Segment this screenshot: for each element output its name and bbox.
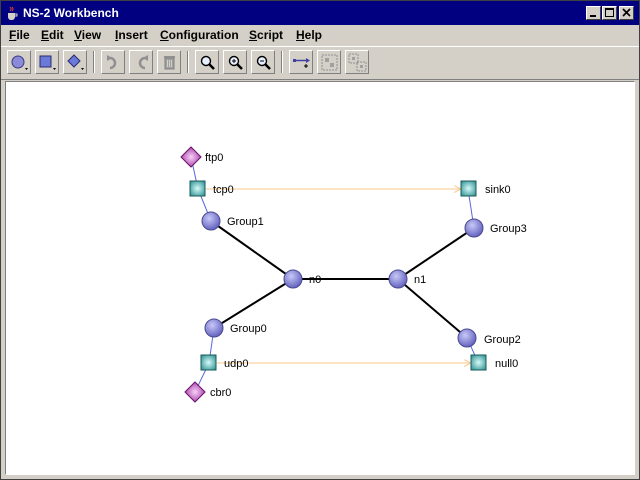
delete-button[interactable] [157, 50, 181, 74]
node-label: Group2 [484, 334, 521, 346]
agent-label: tcp0 [213, 184, 234, 196]
link-n1-g2[interactable] [397, 278, 468, 339]
agent-sink0[interactable]: sink0 [460, 180, 511, 197]
undo-icon [107, 55, 117, 70]
node-label: Group1 [227, 216, 264, 228]
redo-button[interactable] [129, 50, 153, 74]
group-button[interactable] [317, 50, 341, 74]
toolbar [1, 46, 639, 80]
menu-bar: File Edit View Insert Configuration Scri… [1, 25, 639, 45]
node-group3[interactable]: Group3 [464, 218, 527, 238]
ungroup-icon [348, 53, 367, 72]
node-label: n1 [414, 274, 426, 286]
title-bar[interactable]: NS-2 Workbench [1, 1, 639, 25]
menu-help[interactable]: Help [296, 28, 323, 42]
zoom-out-button[interactable] [251, 50, 275, 74]
node-n0[interactable]: n0 [283, 269, 321, 289]
magnifier-icon [200, 55, 215, 70]
menu-file[interactable]: File [9, 28, 30, 42]
ungroup-button[interactable] [345, 50, 369, 74]
menu-insert[interactable]: Insert [115, 28, 148, 42]
window-title: NS-2 Workbench [23, 6, 119, 20]
node-n1[interactable]: n1 [388, 269, 426, 289]
topology-canvas[interactable]: n0 n1 Group1 Group0 Group3 Group2 [5, 81, 635, 475]
menu-view[interactable]: View [74, 28, 102, 42]
undo-button[interactable] [101, 50, 125, 74]
node-group1[interactable]: Group1 [201, 211, 264, 231]
node-group2[interactable]: Group2 [457, 328, 521, 348]
close-button[interactable] [619, 6, 634, 20]
close-icon [622, 8, 631, 17]
link-n1-g3[interactable] [397, 227, 475, 280]
app-ftp0[interactable]: ftp0 [180, 146, 223, 168]
maximize-icon [605, 8, 614, 17]
diamond-app-icon [67, 54, 84, 70]
app-label: cbr0 [210, 387, 231, 399]
node-label: Group0 [230, 323, 267, 335]
redo-icon [138, 55, 148, 70]
topology-diagram[interactable]: n0 n1 Group1 Group0 Group3 Group2 [6, 82, 635, 475]
app-cbr0[interactable]: cbr0 [184, 381, 231, 403]
zoom-in-icon [228, 55, 243, 70]
group-icon [321, 54, 338, 71]
circle-node-icon [11, 55, 28, 70]
square-agent-tool-button[interactable] [35, 50, 59, 74]
link-n0-g0[interactable] [213, 278, 294, 329]
node-group0[interactable]: Group0 [204, 318, 267, 338]
java-cup-icon [8, 6, 18, 20]
menu-configuration[interactable]: Configuration [160, 28, 239, 42]
zoom-in-button[interactable] [223, 50, 247, 74]
diamond-app-tool-button[interactable] [63, 50, 87, 74]
toolbar-separator [93, 51, 95, 73]
trash-icon [164, 56, 175, 70]
maximize-button[interactable] [602, 6, 617, 20]
zoom-button[interactable] [195, 50, 219, 74]
menu-script[interactable]: Script [249, 28, 284, 42]
menu-edit[interactable]: Edit [41, 28, 64, 42]
minimize-icon [590, 15, 596, 17]
add-link-button[interactable] [289, 50, 313, 74]
agent-label: udp0 [224, 358, 248, 370]
square-agent-icon [39, 55, 56, 70]
agent-udp0[interactable]: udp0 [200, 354, 248, 371]
node-label: Group3 [490, 223, 527, 235]
circle-node-tool-button[interactable] [7, 50, 31, 74]
link-icon [293, 58, 310, 68]
node-label: n0 [309, 274, 321, 286]
app-label: ftp0 [205, 152, 223, 164]
agent-tcp0[interactable]: tcp0 [189, 180, 234, 197]
toolbar-separator [187, 51, 189, 73]
link-g1-n0[interactable] [210, 220, 294, 280]
agent-null0[interactable]: null0 [470, 354, 518, 371]
toolbar-separator [281, 51, 283, 73]
agent-label: null0 [495, 358, 518, 370]
agent-label: sink0 [485, 184, 511, 196]
minimize-button[interactable] [586, 6, 601, 20]
zoom-out-icon [256, 55, 271, 70]
